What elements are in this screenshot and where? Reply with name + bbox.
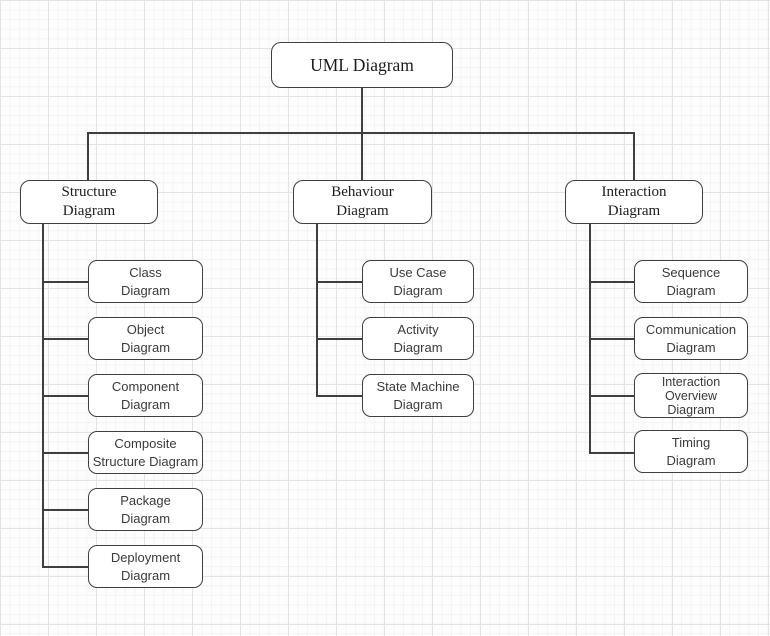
connector-stub-communication [589, 338, 634, 340]
connector-drop-structure [87, 132, 89, 180]
connector-stub-composite [42, 452, 88, 454]
node-component-diagram[interactable]: Component Diagram [88, 374, 203, 417]
node-label: Structure Diagram [61, 184, 117, 219]
node-label: Communication Diagram [645, 321, 737, 355]
connector-root-stem [361, 88, 363, 134]
node-label: Sequence Diagram [661, 264, 721, 298]
node-label: Deployment Diagram [110, 549, 181, 583]
node-uml-diagram[interactable]: UML Diagram [271, 42, 453, 88]
node-label: State Machine Diagram [376, 378, 460, 412]
node-class-diagram[interactable]: Class Diagram [88, 260, 203, 303]
node-timing-diagram[interactable]: Timing Diagram [634, 430, 748, 473]
connector-stub-activity [316, 338, 362, 340]
node-label: Interaction Diagram [601, 184, 667, 219]
connector-behaviour-rail [316, 224, 318, 397]
node-label: Use Case Diagram [389, 264, 447, 298]
node-communication-diagram[interactable]: Communication Diagram [634, 317, 748, 360]
connector-stub-component [42, 395, 88, 397]
connector-drop-behaviour [361, 132, 363, 180]
connector-stub-interactionoverview [589, 395, 634, 397]
node-deployment-diagram[interactable]: Deployment Diagram [88, 545, 203, 588]
node-label: Interaction Overview Diagram [661, 374, 721, 417]
node-label: Timing Diagram [666, 434, 716, 468]
node-label: Class Diagram [120, 264, 171, 298]
node-use-case-diagram[interactable]: Use Case Diagram [362, 260, 474, 303]
connector-stub-statemachine [316, 395, 362, 397]
connector-stub-package [42, 509, 88, 511]
node-interaction-diagram[interactable]: Interaction Diagram [565, 180, 703, 224]
node-label: Behaviour Diagram [331, 184, 394, 219]
node-label: Component Diagram [111, 378, 180, 412]
node-behaviour-diagram[interactable]: Behaviour Diagram [293, 180, 432, 224]
node-composite-structure-diagram[interactable]: Composite Structure Diagram [88, 431, 203, 474]
node-sequence-diagram[interactable]: Sequence Diagram [634, 260, 748, 303]
node-label: Activity Diagram [393, 321, 443, 355]
connector-stub-class [42, 281, 88, 283]
node-label: UML Diagram [310, 54, 414, 75]
node-state-machine-diagram[interactable]: State Machine Diagram [362, 374, 474, 417]
node-package-diagram[interactable]: Package Diagram [88, 488, 203, 531]
connector-drop-interaction [633, 132, 635, 180]
connector-stub-deployment [42, 566, 88, 568]
node-label: Composite Structure Diagram [92, 435, 199, 469]
node-object-diagram[interactable]: Object Diagram [88, 317, 203, 360]
node-label: Object Diagram [120, 321, 171, 355]
node-label: Package Diagram [120, 492, 171, 526]
connector-stub-object [42, 338, 88, 340]
node-activity-diagram[interactable]: Activity Diagram [362, 317, 474, 360]
connector-stub-usecase [316, 281, 362, 283]
connector-stub-sequence [589, 281, 634, 283]
node-interaction-overview-diagram[interactable]: Interaction Overview Diagram [634, 373, 748, 418]
node-structure-diagram[interactable]: Structure Diagram [20, 180, 158, 224]
connector-stub-timing [589, 452, 634, 454]
